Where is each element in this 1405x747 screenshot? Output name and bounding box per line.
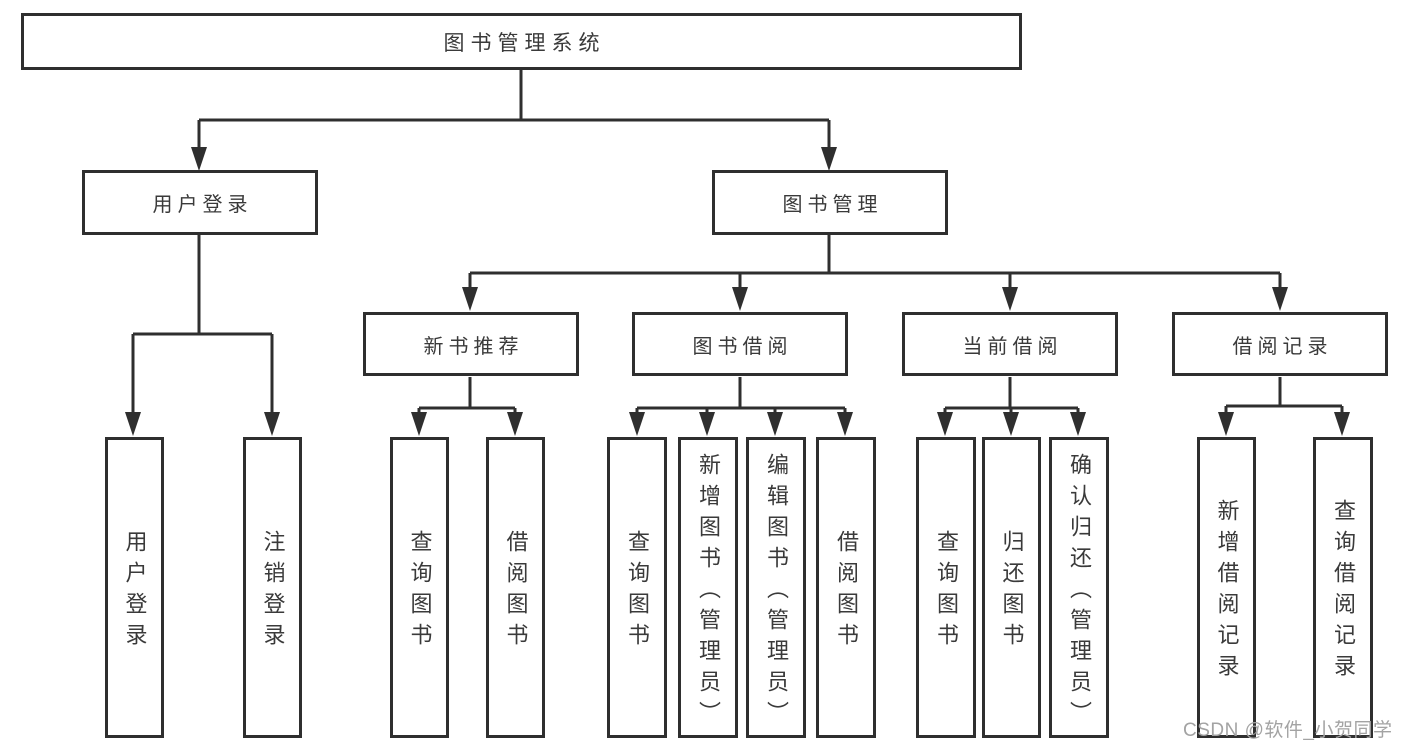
book-mgmt-branch-lines xyxy=(462,235,1288,311)
leaf-borrow-books-recommend: 借阅图书 xyxy=(486,437,545,738)
leaf-add-borrow-record: 新增借阅记录 xyxy=(1197,437,1256,738)
user-login-branch-lines xyxy=(125,235,280,436)
node-new-book-recommend: 新书推荐 xyxy=(363,312,579,376)
node-user-login: 用户登录 xyxy=(82,170,318,235)
leaf-borrow-books: 借阅图书 xyxy=(816,437,876,738)
book-borrow-branch-lines xyxy=(629,377,853,436)
node-book-borrow: 图书借阅 xyxy=(632,312,848,376)
current-borrow-branch-lines xyxy=(937,377,1086,436)
csdn-watermark: CSDN @软件_小贺同学 xyxy=(1183,720,1393,741)
leaf-query-books-current: 查询图书 xyxy=(916,437,976,738)
leaf-logout: 注销登录 xyxy=(243,437,302,738)
node-borrow-records: 借阅记录 xyxy=(1172,312,1388,376)
node-root-system: 图书管理系统 xyxy=(21,13,1022,70)
leaf-confirm-return-admin: 确认归还（管理员） xyxy=(1049,437,1109,738)
leaf-return-books: 归还图书 xyxy=(982,437,1041,738)
leaf-add-books-admin: 新增图书（管理员） xyxy=(678,437,738,738)
leaf-query-borrow-record: 查询借阅记录 xyxy=(1313,437,1373,738)
leaf-query-books-recommend: 查询图书 xyxy=(390,437,449,738)
node-book-mgmt: 图书管理 xyxy=(712,170,948,235)
leaf-query-books-borrow: 查询图书 xyxy=(607,437,667,738)
root-branch-lines xyxy=(191,69,837,171)
leaf-user-login: 用户登录 xyxy=(105,437,164,738)
new-book-branch-lines xyxy=(411,377,523,436)
leaf-edit-books-admin: 编辑图书（管理员） xyxy=(746,437,806,738)
borrow-records-branch-lines xyxy=(1218,377,1350,436)
node-current-borrow: 当前借阅 xyxy=(902,312,1118,376)
